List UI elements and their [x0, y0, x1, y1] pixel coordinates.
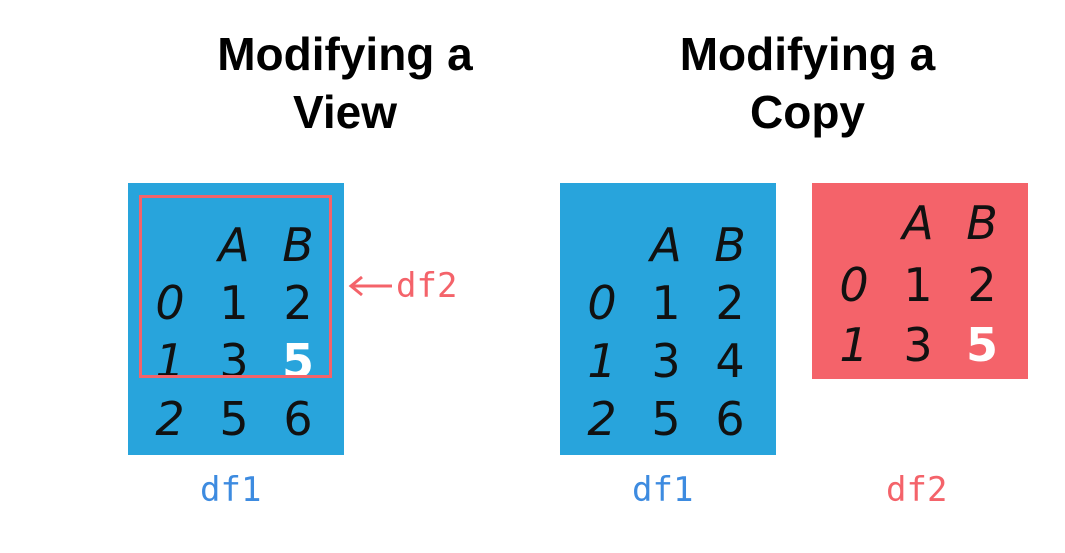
copy-df2-label: df2: [886, 470, 948, 510]
view-df2-label: df2: [396, 266, 458, 306]
modified-cell: 5: [281, 334, 314, 388]
row-index: 1: [155, 334, 185, 388]
column-header: A: [650, 218, 682, 272]
table-cell: 5: [219, 392, 249, 446]
view-title: Modifying a View: [190, 25, 500, 141]
column-header: A: [902, 196, 934, 250]
left-arrow-icon: [348, 275, 392, 297]
table-cell: 3: [651, 334, 681, 388]
table-cell: 2: [967, 258, 997, 312]
column-header: B: [714, 218, 746, 272]
table-cell: 3: [903, 318, 933, 372]
row-index: 0: [839, 258, 869, 312]
row-index: 2: [587, 392, 617, 446]
table-cell: 1: [219, 276, 249, 330]
copy-df2-table: A B 0 1 2 1 3 5: [812, 183, 1028, 379]
column-header: A: [218, 218, 250, 272]
table-cell: 3: [219, 334, 249, 388]
table-cell: 1: [651, 276, 681, 330]
row-index: 1: [587, 334, 617, 388]
copy-title: Modifying a Copy: [650, 25, 965, 141]
view-df1-label: df1: [200, 470, 262, 510]
table-cell: 6: [283, 392, 313, 446]
view-df1-table: A B 0 1 2 1 3 5 2 5 6: [128, 183, 344, 455]
column-header: B: [282, 218, 314, 272]
row-index: 0: [155, 276, 185, 330]
view-title-line2: View: [293, 86, 397, 138]
table-cell: 4: [715, 334, 745, 388]
df2-view-frame: [139, 195, 332, 378]
table-cell: 2: [283, 276, 313, 330]
row-index: 0: [587, 276, 617, 330]
view-title-line1: Modifying a: [217, 28, 473, 80]
copy-title-line1: Modifying a: [679, 28, 936, 80]
copy-df1-label: df1: [632, 470, 694, 510]
table-cell: 1: [903, 258, 933, 312]
row-index: 2: [155, 392, 185, 446]
copy-title-line2: Copy: [750, 86, 865, 138]
row-index: 1: [839, 318, 869, 372]
table-cell: 5: [651, 392, 681, 446]
column-header: B: [966, 196, 998, 250]
table-cell: 2: [715, 276, 745, 330]
modified-cell: 5: [965, 318, 998, 372]
table-cell: 6: [715, 392, 745, 446]
copy-df1-table: A B 0 1 2 1 3 4 2 5 6: [560, 183, 776, 455]
